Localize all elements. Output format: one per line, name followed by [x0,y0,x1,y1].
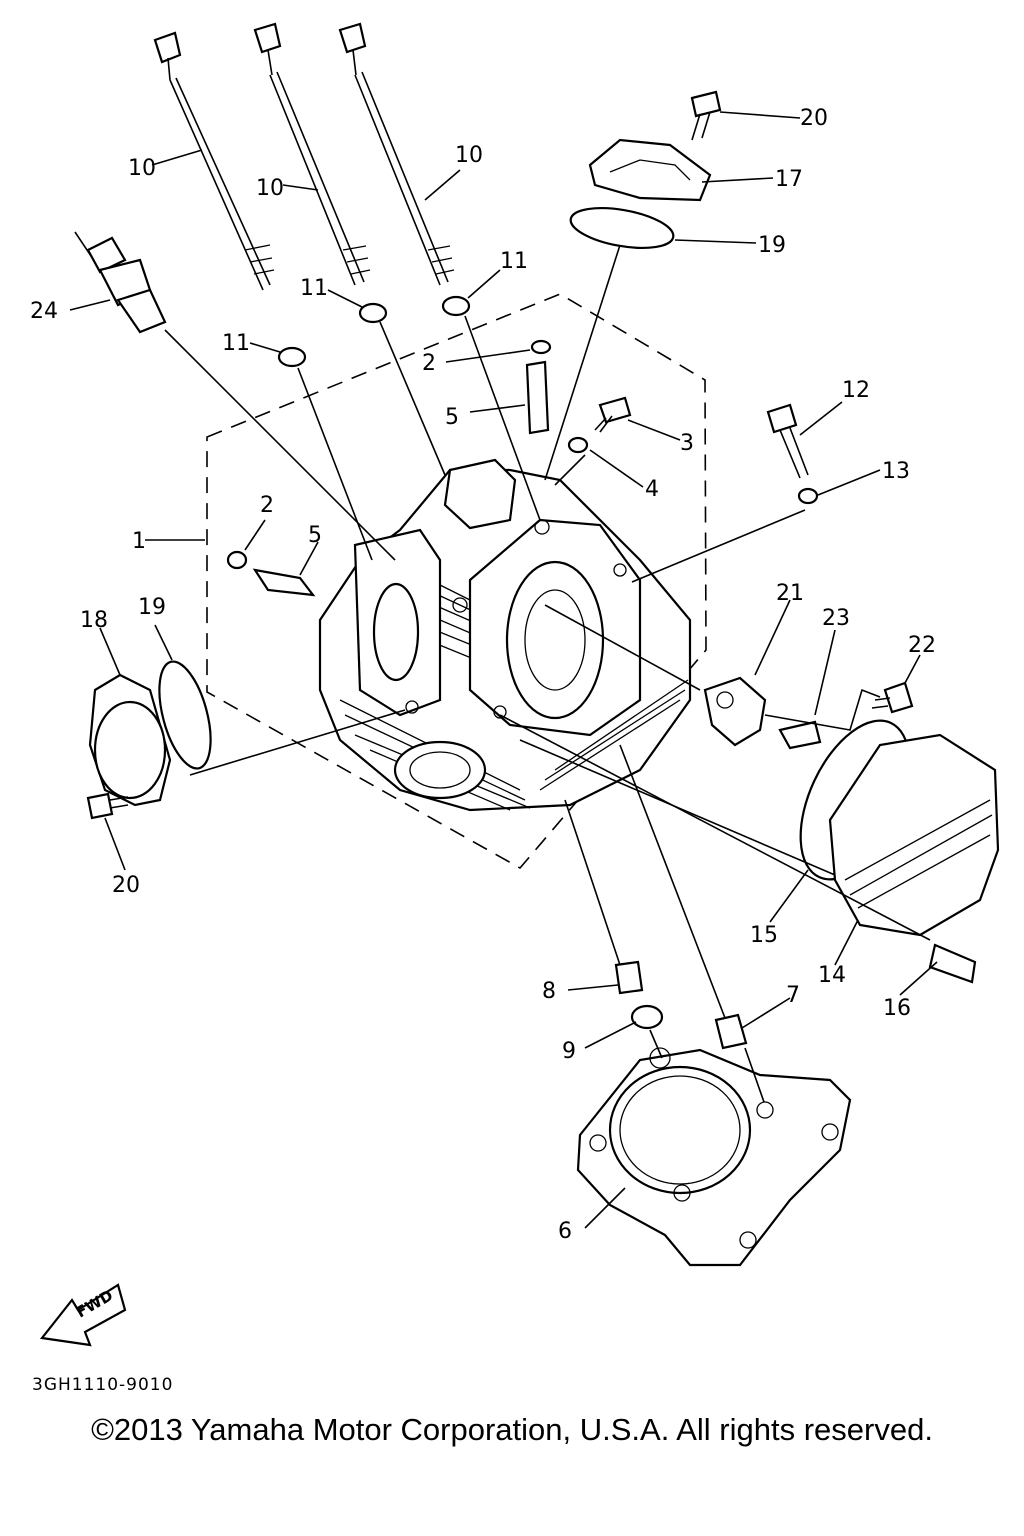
callout-20: 20 [112,873,140,898]
small-bolts [567,396,809,479]
callout-12: 12 [842,378,870,403]
callout-19: 19 [758,233,786,258]
spark-plug [74,231,167,334]
callout-17: 17 [775,167,803,192]
cylinder-head-side-cover [703,676,1000,984]
callout-24: 24 [30,299,58,324]
callout-5: 5 [445,405,459,430]
callout-4: 4 [645,477,659,502]
callout-2: 2 [260,493,274,518]
drawing-code: 3GH1110-9010 [32,1375,173,1395]
assembly-boundary [206,293,707,870]
callout-21: 21 [776,581,804,606]
callout-13: 13 [882,459,910,484]
callout-7: 7 [786,983,800,1008]
washers [277,295,819,505]
callout-15: 15 [750,923,778,948]
callout-22: 22 [908,633,936,658]
callout-16: 16 [883,996,911,1021]
stud-bolts [153,22,455,291]
callout-14: 14 [818,963,846,988]
forward-arrow-icon: FWD [39,1283,127,1347]
leader-lines [69,111,938,1229]
callout-10: 10 [256,176,284,201]
callout-20: 20 [800,106,828,131]
callout-1: 1 [132,529,146,554]
dowel-pins [614,960,748,1050]
callout-6: 6 [558,1219,572,1244]
callout-labels: 10 10 10 20 17 19 24 11 11 11 2 5 3 4 12… [30,106,936,1244]
tappet-cover-upper [569,90,722,249]
cylinder-head [318,458,692,812]
copyright-notice: ©2013 Yamaha Motor Corporation, U.S.A. A… [91,1412,933,1447]
head-gasket [576,1047,852,1267]
callout-3: 3 [680,431,694,456]
callout-11: 11 [500,249,528,274]
callout-11: 11 [222,331,250,356]
tappet-cover-left [86,660,212,820]
callout-8: 8 [542,979,556,1004]
callout-2: 2 [422,351,436,376]
callout-10: 10 [128,156,156,181]
callout-18: 18 [80,608,108,633]
callout-23: 23 [822,606,850,631]
callout-5: 5 [308,523,322,548]
callout-9: 9 [562,1039,576,1064]
callout-11: 11 [300,276,328,301]
callout-19: 19 [138,595,166,620]
valve-guides [226,339,552,597]
callout-10: 10 [455,143,483,168]
